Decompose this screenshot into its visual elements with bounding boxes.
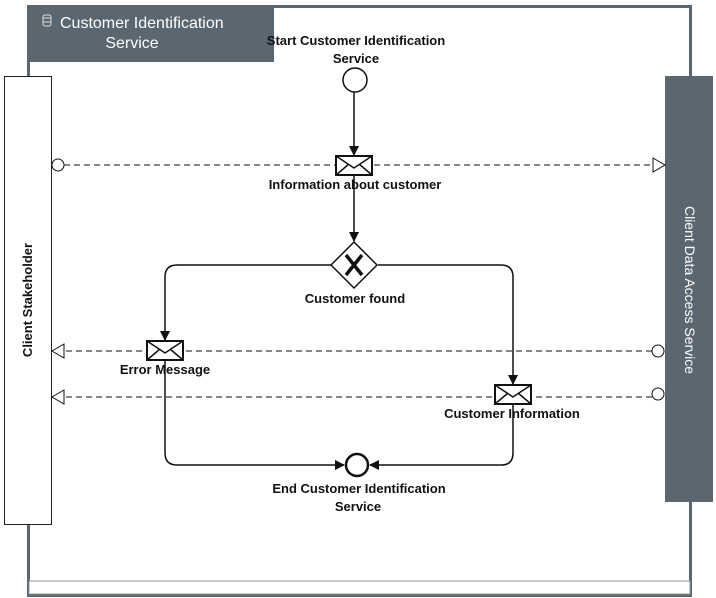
container-title-line2: Service: [105, 35, 158, 52]
gateway-label: Customer found: [305, 291, 405, 306]
container-header[interactable]: Customer Identification Service: [27, 5, 274, 62]
container-frame: [27, 5, 692, 597]
end-label-line2: Service: [335, 499, 381, 514]
error-message-label: Error Message: [120, 362, 210, 377]
pool-client-stakeholder[interactable]: Client Stakeholder: [4, 76, 52, 525]
pool-right-label: Client Data Access Service: [682, 206, 698, 374]
sequence-flows: [160, 92, 518, 470]
exclusive-gateway[interactable]: [329, 240, 379, 290]
end-event[interactable]: [344, 452, 370, 478]
customer-info-label: Customer Information: [444, 406, 580, 421]
pool-left-label: Client Stakeholder: [20, 243, 35, 357]
start-event[interactable]: [342, 67, 368, 93]
container-title-line1: Customer Identification: [60, 15, 224, 32]
info-message-label: Information about customer: [269, 177, 442, 192]
envelope-icon[interactable]: [335, 155, 373, 176]
container-bottom-bar: [28, 580, 691, 595]
pool-client-data-access-service[interactable]: Client Data Access Service: [665, 76, 713, 502]
envelope-icon[interactable]: [146, 340, 184, 361]
start-label-line1: Start Customer Identification: [267, 33, 445, 48]
start-label-line2: Service: [333, 51, 379, 66]
end-label-line1: End Customer Identification: [272, 481, 445, 496]
envelope-icon[interactable]: [494, 384, 532, 405]
database-icon: [42, 14, 52, 27]
